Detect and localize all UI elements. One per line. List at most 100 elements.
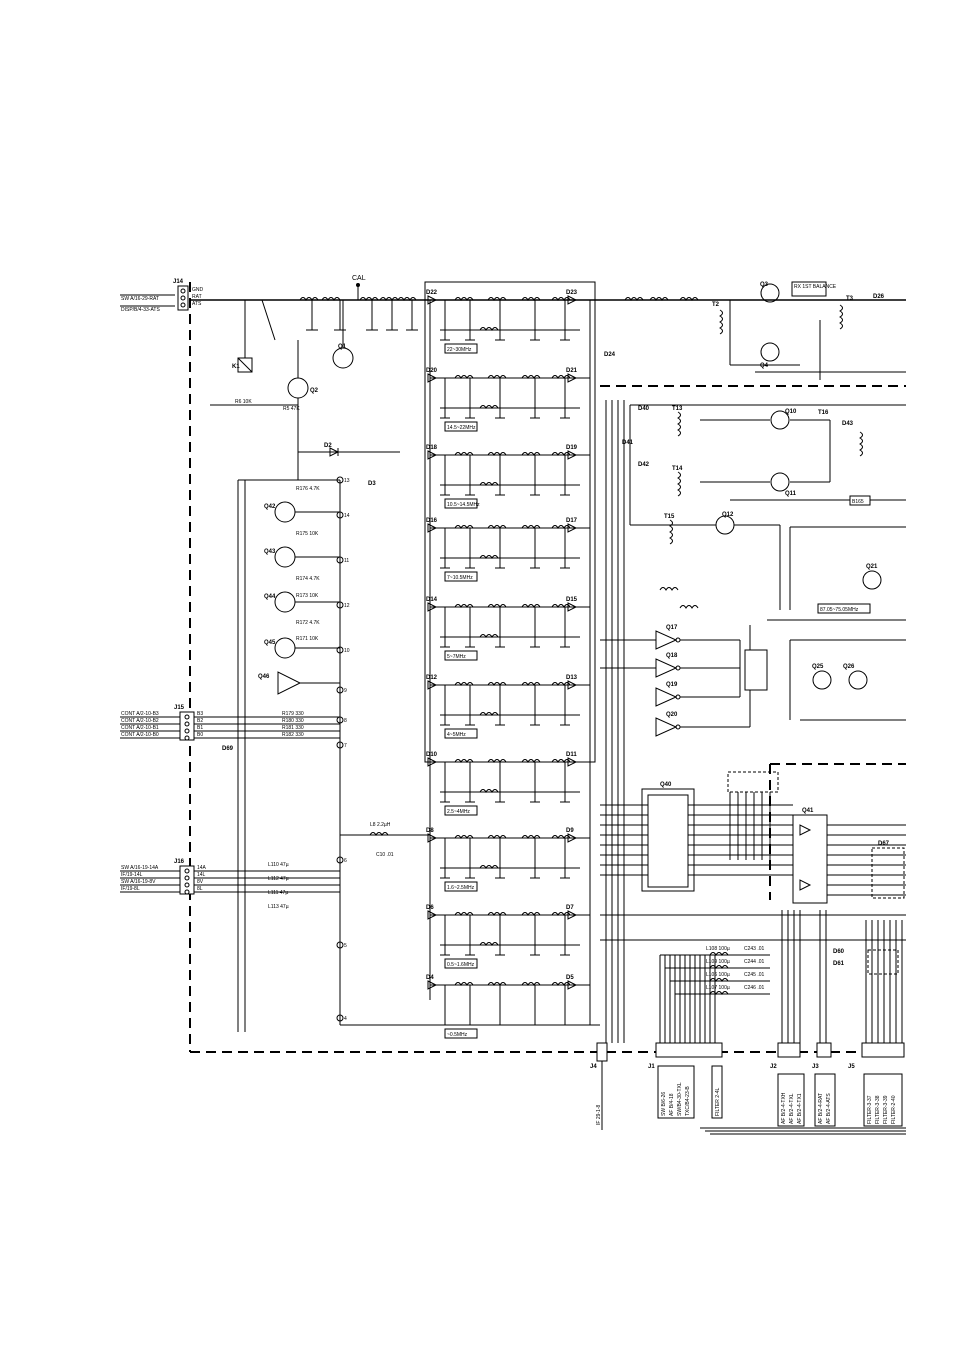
j5-wire-2: FILTER-3-39	[883, 1095, 889, 1124]
band-label: ~0.5MHz	[447, 1032, 468, 1038]
r176-label: R176 4.7K	[296, 486, 320, 492]
diode-left-label: D8	[426, 828, 434, 834]
j15-pin-b2: B2	[197, 718, 203, 724]
j2-wire-2: AF B/2-4-TX1	[797, 1093, 803, 1124]
j5-wire-3: FILTER-2-40	[891, 1095, 897, 1124]
c10-label: C10 .01	[376, 852, 394, 858]
band-label: 4~5MHz	[447, 732, 466, 738]
j4-label: J4	[590, 1064, 597, 1070]
band-8705-label: 87.05~75.05MHz	[820, 607, 859, 613]
r171-label: R171 10K	[296, 636, 319, 642]
band-label: 10.5~14.5MHz	[447, 502, 480, 508]
diode-right-label: D23	[566, 290, 578, 296]
r179-label: R179 330	[282, 711, 304, 717]
q11-label: Q11	[785, 491, 797, 497]
diode-right-label: D13	[566, 675, 578, 681]
l108-label: L108 100µ	[706, 946, 730, 952]
j15-connector: J15 B3 B2 B1 B0 CONT A/2-10-B3 CONT A/2-…	[120, 705, 340, 752]
l8-branch: L8 2.2µH C10 .01	[340, 822, 430, 858]
buffer-label: Q18	[666, 653, 678, 659]
l113-label: L113 47µ	[268, 904, 289, 910]
diode-left-label: D18	[426, 445, 438, 451]
buffer-label: Q20	[666, 712, 678, 718]
l111-label: L111 47µ	[268, 890, 288, 896]
j16-pin-8v: 8V	[197, 879, 204, 885]
port-number: 4	[344, 1016, 347, 1022]
diode-array-top	[727, 771, 779, 793]
c245-label: C245 .01	[744, 972, 765, 978]
q40-ic: Q40	[641, 782, 695, 892]
diode-left-label: D22	[426, 290, 438, 296]
relay-section: K1 Q1 Q2 D2 R6 10K R5 47K D3	[210, 299, 400, 487]
j3-label: J3	[812, 1064, 819, 1070]
r181-label: R181 330	[282, 725, 304, 731]
j1-wire-3: TXC/B4-23-B	[685, 1086, 691, 1116]
port-number: 12	[344, 603, 350, 609]
buffer-gate: Q20	[655, 712, 681, 737]
j5-label: J5	[848, 1064, 855, 1070]
d3-label: D3	[368, 481, 376, 487]
band-label: 22~30MHz	[447, 347, 472, 353]
j1-connector: J1 SW B/6-26 AF B/4-18 SW/B4-30-TXL TXC/…	[648, 1042, 723, 1119]
r180-label: R180 330	[282, 718, 304, 724]
switch-transistor-column: Q42 Q43 Q44 Q45 Q46 R176 4.7K R175 10K R…	[237, 479, 340, 1032]
band-row: 22~30MHz D22 D23	[426, 290, 590, 354]
q40-pin-lines	[600, 792, 793, 876]
j14-pin-gnd: GND	[192, 287, 204, 293]
q12-q21-section: 87.05~75.05MHz Q12 T15 Q21	[630, 512, 906, 614]
j14-wire-rat: SW A/16-29-RAT	[121, 296, 159, 302]
port-number: 7	[344, 743, 347, 749]
diode-right-label: D7	[566, 905, 574, 911]
diode-right-label: D21	[566, 368, 578, 374]
diode-right-label: D17	[566, 518, 578, 524]
l109-label: L109 100µ	[706, 959, 730, 965]
q41-pin-lines	[827, 824, 906, 896]
j16-wire-8v: SW A/16-19-8V	[121, 879, 156, 885]
diode-right-label: D19	[566, 445, 578, 451]
j3-connector: J3 AF B/2-4-RAT AF B/2-4-ATS	[812, 1042, 836, 1127]
d41-label: D41	[622, 440, 634, 446]
diode-right-label: D5	[566, 975, 574, 981]
buffer-gate: Q17	[655, 625, 681, 650]
buffer-bus	[600, 619, 906, 728]
diode-left-label: D6	[426, 905, 434, 911]
j1-label: J1	[648, 1064, 655, 1070]
port-number: 10	[344, 648, 350, 654]
mixer-section: RX 1ST BALANCE Q3 Q4 T2 T3 D26 D24	[604, 281, 906, 380]
j14-label: J14	[173, 279, 184, 285]
q44-label: Q44	[264, 594, 276, 600]
d43-label: D43	[842, 421, 854, 427]
diode-right-label: D11	[566, 752, 577, 758]
d61-label: D61	[833, 961, 845, 967]
band-label: 7~10.5MHz	[447, 575, 473, 581]
port-number: 13	[344, 478, 350, 484]
j1-wire-2: SW/B4-30-TXL	[677, 1082, 683, 1116]
q1-label: Q1	[338, 344, 347, 350]
q41-ic: Q41	[792, 808, 828, 904]
q25-q26-section: Q25 Q26	[789, 639, 906, 721]
t3-label: T3	[846, 296, 854, 302]
q41-label: Q41	[802, 808, 814, 814]
band-label: 5~7MHz	[447, 654, 466, 660]
c243-label: C243 .01	[744, 946, 765, 952]
r174-label: R174 4.7K	[296, 576, 320, 582]
j3-wire-1: AF B/2-4-ATS	[826, 1093, 832, 1124]
port-number: 14	[344, 513, 350, 519]
j15-pin-b1: B1	[197, 725, 203, 731]
t13-label: T13	[672, 406, 683, 412]
port-number: 5	[344, 943, 347, 949]
d67-array: D67	[871, 841, 905, 899]
j2-connector: J2 AF B/2-4-TXH AF B/2-4-TXL AF B/2-4-TX…	[770, 1042, 805, 1127]
j16-pin-14a: 14A	[197, 865, 207, 871]
t16-label: T16	[818, 410, 829, 416]
diode-left-label: D20	[426, 368, 438, 374]
l107-label: L107 100µ	[706, 985, 730, 991]
